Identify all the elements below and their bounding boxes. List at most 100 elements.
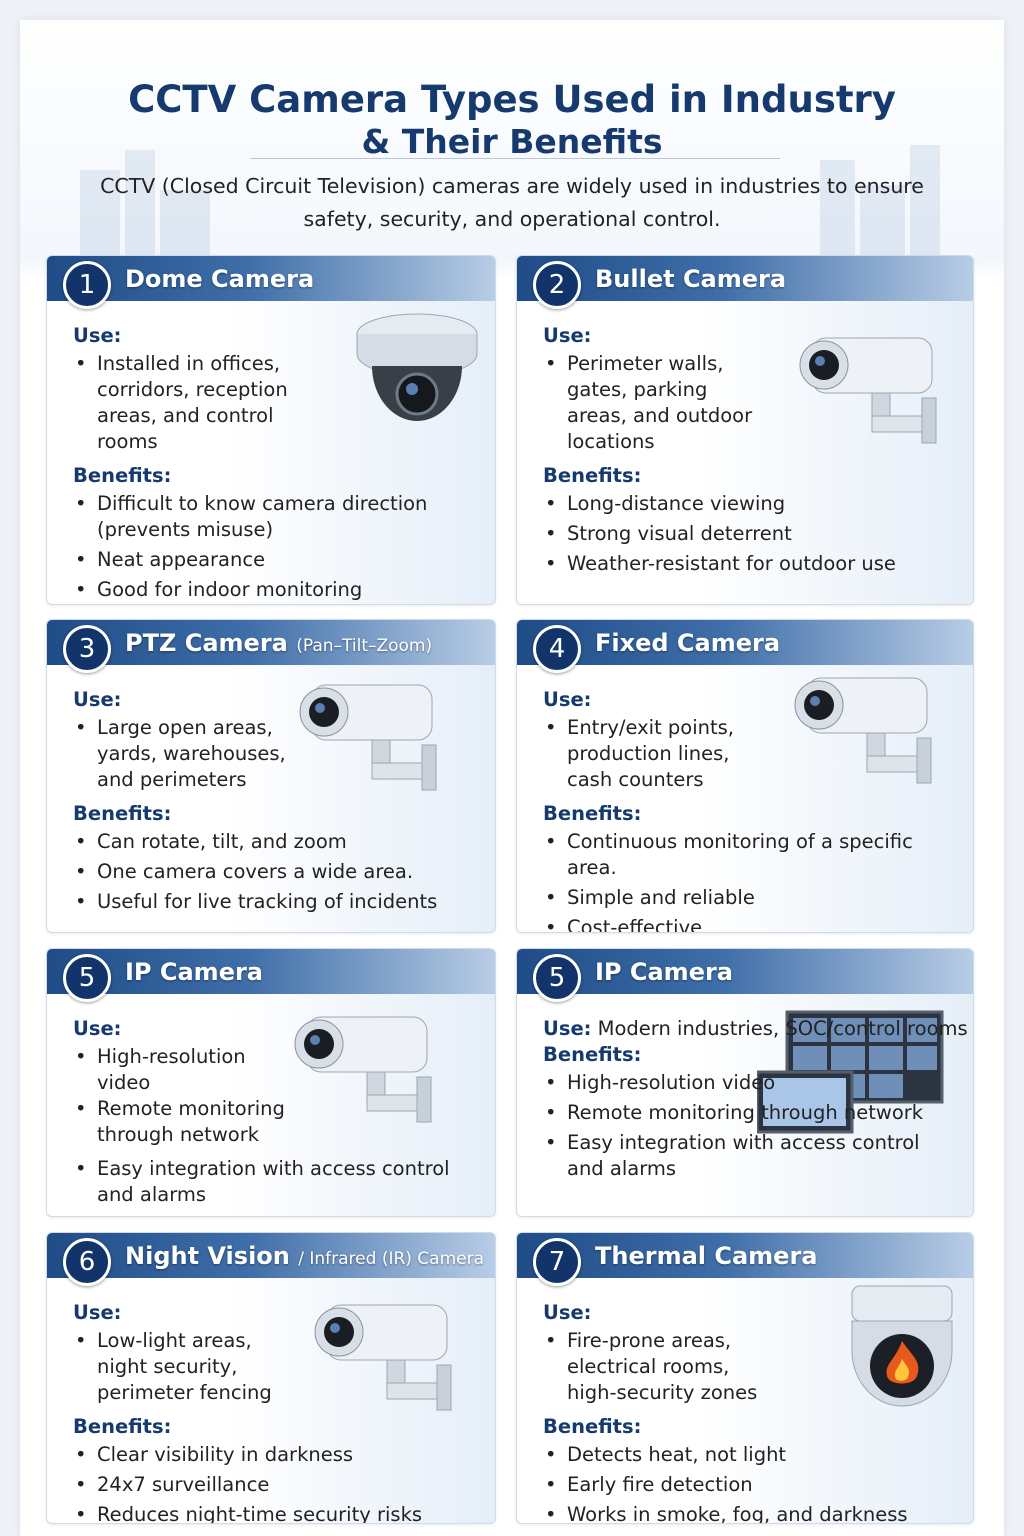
thermal-camera-icon: [842, 1281, 962, 1415]
number-badge: 2: [533, 261, 581, 309]
card-header: IP Camera: [517, 949, 973, 994]
benefit-item: Works in smoke, fog, and darkness: [543, 1502, 961, 1523]
card-header: IP Camera: [47, 949, 495, 994]
benefits-list: Clear visibility in darkness 24x7 surveil…: [73, 1442, 483, 1523]
use-label: Use:: [73, 688, 122, 711]
benefit-item: Easy integration with access control and…: [73, 1156, 483, 1208]
use-label: Use:: [543, 688, 592, 711]
card-title: Bullet Camera: [595, 265, 787, 293]
benefits-list: Easy integration with access control and…: [73, 1156, 483, 1208]
benefit-item: Can rotate, tilt, and zoom: [73, 829, 483, 855]
benefits-label: Benefits:: [543, 802, 642, 825]
fixed-camera-icon: [787, 668, 937, 792]
card-header: Thermal Camera: [517, 1233, 973, 1278]
night-vision-camera-icon: [307, 1295, 457, 1419]
card-body: Use: High-resolution videoRemote monitori…: [47, 994, 495, 1208]
card-body: Use: Installed in offices, corridors, rec…: [47, 301, 495, 603]
benefit-item: Detects heat, not light: [543, 1442, 961, 1468]
benefits-list: Long-distance viewingStrong visual deter…: [543, 491, 961, 577]
benefit-item: Clear visibility in darkness: [73, 1442, 483, 1468]
use-label: Use:: [543, 324, 592, 347]
benefit-item: Long-distance viewing: [543, 491, 961, 517]
number-badge: 6: [63, 1238, 111, 1286]
benefits-list: Continuous monitoring of a specific area…: [543, 829, 961, 932]
use-list: Perimeter walls, gates, parking areas, a…: [543, 351, 773, 455]
card-body: Use:Fire-prone areas, electrical rooms, …: [517, 1278, 973, 1523]
benefits-label: Benefits:: [543, 464, 642, 487]
title-line-1: CCTV Camera Types Used in Industry: [128, 78, 896, 121]
benefit-item: Neat appearance: [73, 547, 483, 573]
use-list: High-resolution videoRemote monitoring t…: [73, 1044, 303, 1148]
use-line: Use: Modern industries, SOC/control room…: [543, 1016, 973, 1042]
benefit-item: Strong visual deterrent: [543, 521, 961, 547]
benefit-item: Simple and reliable: [543, 885, 961, 911]
use-item: Low-light areas, night security, perimet…: [73, 1328, 303, 1406]
card-header: PTZ Camera (Pan–Tilt–Zoom): [47, 620, 495, 665]
number-badge: 4: [533, 625, 581, 673]
use-item: Remote monitoring through network: [73, 1096, 303, 1148]
benefit-item: 24x7 surveillance: [73, 1472, 483, 1498]
benefits-label: Benefits:: [543, 1043, 642, 1066]
use-item: Large open areas, yards, warehouses, and…: [73, 715, 303, 793]
benefits-label: Benefits:: [543, 1415, 642, 1438]
bullet-camera-icon: [792, 328, 942, 452]
intro-text: CCTV (Closed Circuit Television) cameras…: [100, 174, 924, 231]
card-body: Use: Entry/exit points, production lines,…: [517, 665, 973, 932]
card-body: Use: Modern industries, SOC/control room…: [517, 994, 973, 1182]
benefit-item: High-resolution video: [543, 1070, 961, 1096]
card-header: Dome Camera: [47, 256, 495, 301]
number-badge: 1: [63, 261, 111, 309]
use-text: Modern industries, SOC/control rooms: [597, 1017, 968, 1040]
card-body: Use: Large open areas, yards, warehouses,…: [47, 665, 495, 915]
benefit-item: One camera covers a wide area.: [73, 859, 483, 885]
benefit-item: Good for indoor monitoring: [73, 577, 483, 603]
benefit-item: Difficult to know camera direction (prev…: [73, 491, 483, 543]
use-list: Fire-prone areas, electrical rooms, high…: [543, 1328, 773, 1406]
use-list: Entry/exit points, production lines, cas…: [543, 715, 773, 793]
benefits-list: Difficult to know camera direction (prev…: [73, 491, 483, 603]
divider: [250, 158, 780, 159]
use-item: High-resolution video: [73, 1044, 303, 1096]
card-header: Bullet Camera: [517, 256, 973, 301]
benefit-item: Cost-effective: [543, 915, 961, 932]
page-title: CCTV Camera Types Used in Industry& Thei…: [20, 78, 1004, 162]
use-item: Fire-prone areas, electrical rooms, high…: [543, 1328, 773, 1406]
use-list: Large open areas, yards, warehouses, and…: [73, 715, 303, 793]
card-subtitle: / Infrared (IR) Camera: [298, 1249, 485, 1269]
use-label: Use:: [73, 1017, 122, 1040]
benefit-item: Easy integration with access control and…: [543, 1130, 961, 1182]
card-header: Fixed Camera: [517, 620, 973, 665]
ip-camera-icon: [287, 1007, 437, 1131]
benefits-label: Benefits:: [73, 1415, 172, 1438]
use-list: Low-light areas, night security, perimet…: [73, 1328, 303, 1406]
card-body: Use: Low-light areas, night security, per…: [47, 1278, 495, 1523]
card-title: Night Vision: [125, 1242, 290, 1270]
benefit-item: Remote monitoring through network: [543, 1100, 961, 1126]
use-item: Perimeter walls, gates, parking areas, a…: [543, 351, 773, 455]
number-badge: 3: [63, 625, 111, 673]
use-item: Installed in offices, corridors, recepti…: [73, 351, 303, 455]
card-body: Use: Perimeter walls, gates, parking area…: [517, 301, 973, 577]
use-label: Use:: [543, 1017, 592, 1040]
benefits-list: High-resolution videoRemote monitoring t…: [543, 1070, 961, 1182]
number-badge: 5: [533, 954, 581, 1002]
ptz-camera-icon: [292, 675, 442, 799]
number-badge: 7: [533, 1238, 581, 1286]
card-subtitle: (Pan–Tilt–Zoom): [296, 636, 433, 656]
card-title: Thermal Camera: [595, 1242, 818, 1270]
title-line-2: & Their Benefits: [361, 122, 663, 161]
benefits-label: Benefits:: [73, 802, 172, 825]
use-item: Entry/exit points, production lines, cas…: [543, 715, 773, 793]
card-title: IP Camera: [125, 958, 263, 986]
benefit-item: Early fire detection: [543, 1472, 961, 1498]
use-label: Use:: [73, 324, 122, 347]
dome-camera-icon: [352, 306, 482, 440]
use-label: Use:: [73, 1301, 122, 1324]
